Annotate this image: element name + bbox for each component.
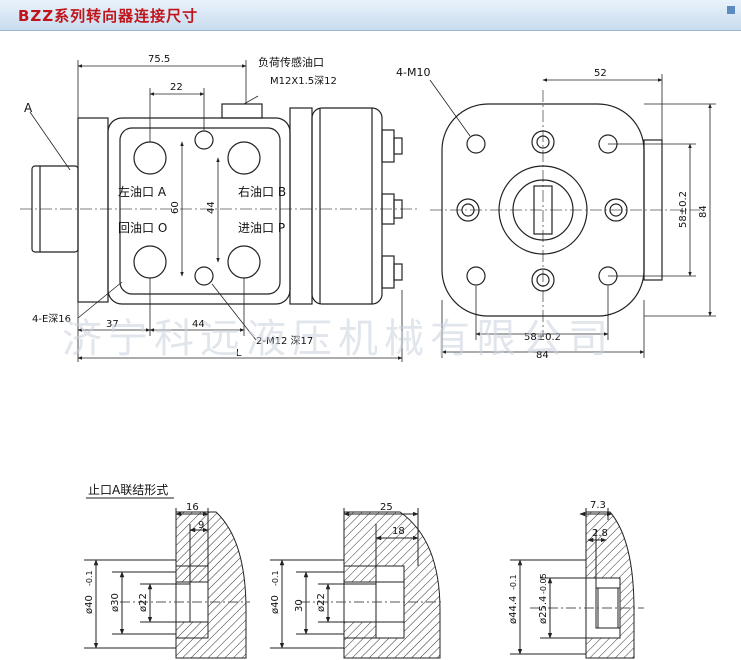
d3-od-tol-label: -0.1	[509, 574, 518, 590]
header-bar: BZZ系列转向器连接尺寸	[0, 0, 741, 31]
dim-44h-label: 44	[192, 319, 205, 330]
d2-w1-label: 25	[380, 502, 393, 513]
end-view-labels: 4-M10 52 58±0.2 84 58±0.2 84	[396, 66, 709, 361]
d2-od-tol-label: -0.1	[271, 570, 280, 586]
port-a-label: 左油口 A	[118, 184, 167, 199]
side-view	[20, 103, 420, 305]
page-title: BZZ系列转向器连接尺寸	[18, 7, 199, 25]
dim-75-label: 75.5	[148, 54, 170, 65]
corner-square-icon	[727, 6, 735, 14]
d3-d25-label: ø25.4	[538, 596, 549, 624]
detail-3-labels: 7.3 2.8 ø44.4 -0.1 ø25.4 -0.05	[508, 500, 608, 624]
d3-w1-label: 7.3	[590, 500, 606, 511]
d2-d22-label: ø22	[316, 593, 327, 612]
port-b-label: 右油口 B	[238, 184, 286, 199]
dim-60-label: 60	[170, 201, 181, 214]
dim-58h-label: 58±0.2	[524, 332, 561, 343]
dim-58v-label: 58±0.2	[678, 191, 689, 228]
detail-title: 止口A联结形式	[88, 483, 168, 497]
d1-od-label: ø40	[84, 595, 95, 614]
end-view	[430, 90, 700, 336]
dim-37-label: 37	[106, 319, 119, 330]
mount-m10-label: 4-M10	[396, 66, 430, 79]
dim-22-label: 22	[170, 82, 183, 93]
dim-84h-label: 84	[536, 350, 549, 361]
ref-a-label: A	[24, 101, 33, 115]
detail-2-labels: 25 18 ø40 -0.1 30 ø22	[270, 502, 405, 614]
detail-2	[270, 508, 444, 659]
load-port-label: 负荷传感油口	[258, 55, 324, 69]
d3-od-label: ø44.4	[508, 596, 519, 624]
d1-od-tol-label: -0.1	[85, 570, 94, 586]
d2-d30-label: 30	[294, 599, 305, 612]
side-view-labels: A 75.5 22 负荷传感油口 M12X1.5深12 左油口 A 右油口 B …	[24, 54, 337, 359]
d3-d25-tol-label: -0.05	[539, 573, 548, 594]
d2-w2-label: 18	[392, 526, 405, 537]
side-view-dimensions	[29, 60, 403, 362]
dim-84v-label: 84	[698, 205, 709, 218]
detail-1	[84, 508, 250, 659]
watermark-text: 济宁科远液压机械有限公司	[62, 316, 614, 362]
detail-1-labels: 16 9 ø40 -0.1 ø30 ø22	[84, 502, 204, 614]
mount-thread-label: 4-E深16	[32, 313, 71, 325]
bolt-thread-label: 2-M12 深17	[256, 335, 313, 347]
detail-3	[510, 508, 644, 659]
d3-w2-label: 2.8	[592, 528, 608, 539]
d1-w2-label: 9	[198, 520, 204, 531]
end-view-dimensions	[429, 74, 716, 358]
d1-w1-label: 16	[186, 502, 199, 513]
port-o-label: 回油口 O	[118, 221, 167, 235]
d1-d30-label: ø30	[110, 593, 121, 612]
dim-52-label: 52	[594, 68, 607, 79]
load-port-thread-label: M12X1.5深12	[270, 75, 337, 87]
d1-d22-label: ø22	[138, 593, 149, 612]
d2-od-label: ø40	[270, 595, 281, 614]
dim-44v-label: 44	[206, 201, 217, 214]
port-p-label: 进油口 P	[238, 221, 285, 235]
dim-l-label: L	[236, 348, 242, 359]
